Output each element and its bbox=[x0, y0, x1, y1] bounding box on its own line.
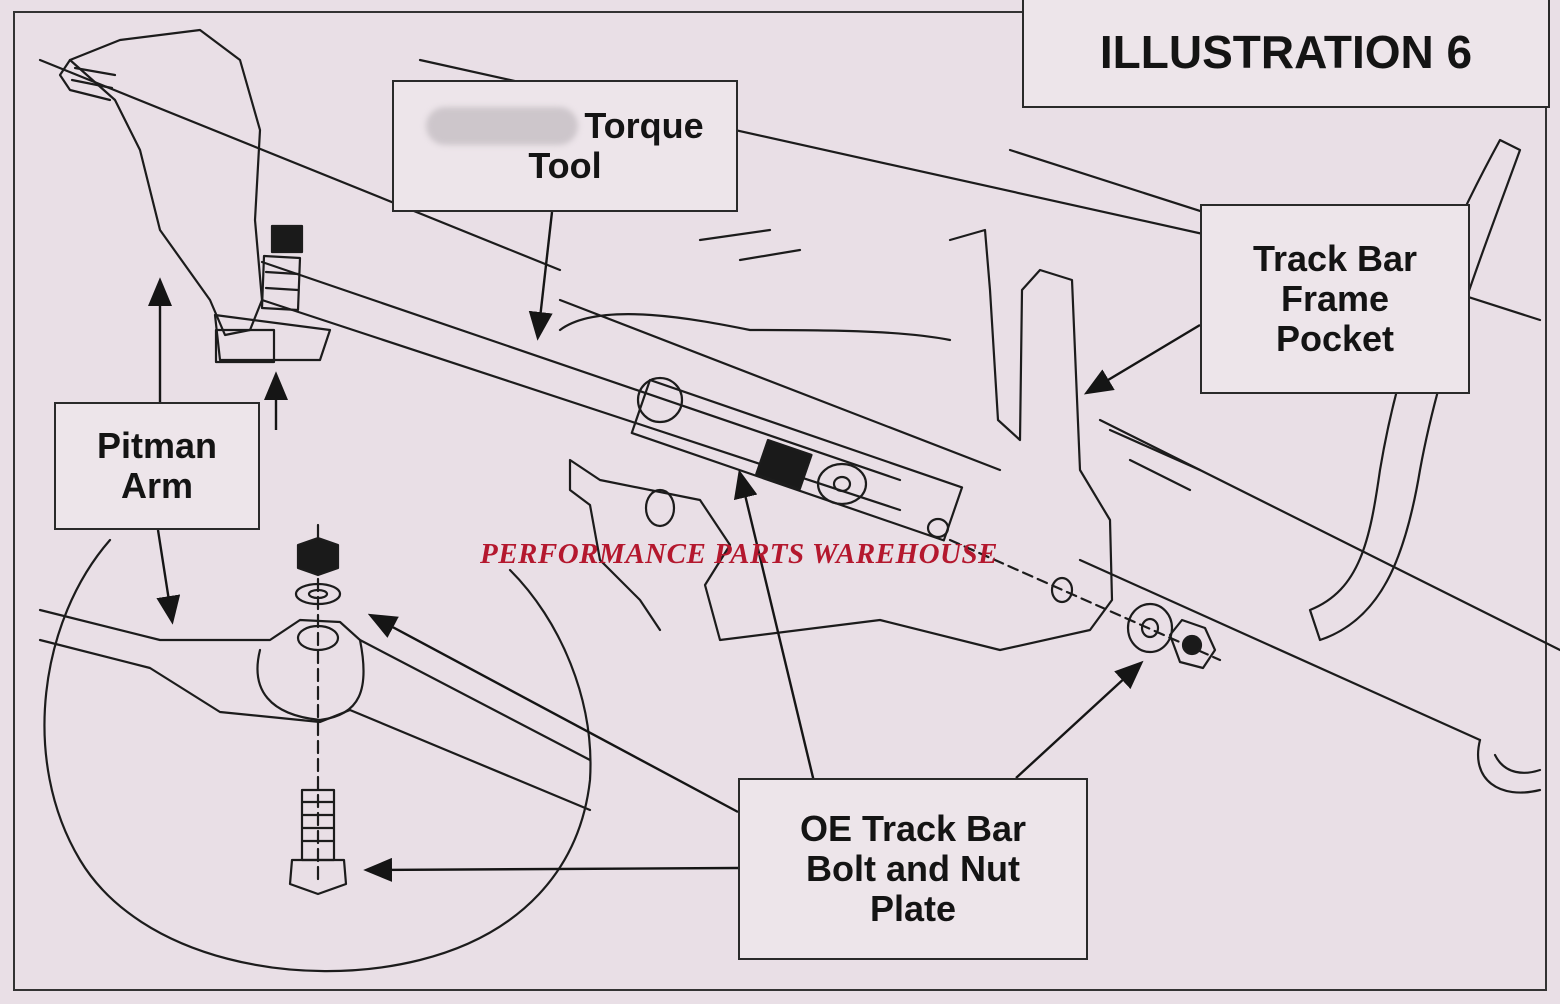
steering-shaft bbox=[58, 58, 117, 102]
tool-knurl bbox=[755, 438, 813, 491]
washer-hole bbox=[1140, 617, 1160, 639]
illustration-title-text: ILLUSTRATION 6 bbox=[1099, 26, 1473, 79]
watermark-text: PERFORMANCE PARTS WAREHOUSE bbox=[480, 538, 998, 570]
arrow-bolt-nut bbox=[1015, 660, 1144, 779]
torque-tool-line2: Tool bbox=[528, 145, 602, 186]
nut bbox=[1168, 618, 1217, 670]
track-bar-frame-pocket-label: Track Bar Frame Pocket bbox=[1200, 204, 1470, 394]
bracket-plate bbox=[558, 313, 952, 342]
pitman-arm-label: Pitman Arm bbox=[54, 402, 260, 530]
bolt-line1: OE Track Bar bbox=[799, 807, 1027, 849]
torque-tool-sleeve bbox=[630, 378, 964, 542]
bracket-hole bbox=[644, 488, 676, 528]
upper-nut bbox=[270, 224, 304, 254]
inset-washer-hole bbox=[307, 588, 329, 600]
inset-arm-end bbox=[256, 638, 365, 722]
inset-circle bbox=[43, 538, 592, 973]
bolt-line3: Plate bbox=[869, 888, 957, 930]
tool-hole bbox=[832, 475, 852, 493]
frame-rail-lower bbox=[558, 298, 1560, 742]
track-pocket-line1: Track Bar bbox=[1252, 237, 1418, 279]
bolt-axis bbox=[948, 538, 1222, 662]
right-fitting bbox=[1477, 738, 1542, 794]
arrow-pitman-down bbox=[156, 529, 181, 625]
arrow-bolt-head bbox=[363, 857, 739, 882]
steering-box bbox=[68, 28, 264, 337]
arrow-torque-tool bbox=[528, 211, 554, 341]
illustration-title: ILLUSTRATION 6 bbox=[1022, 0, 1550, 108]
frame-border bbox=[13, 11, 1547, 991]
torque-tool-label: Torque Tool bbox=[392, 80, 738, 212]
inset-pitman-arm bbox=[38, 608, 592, 812]
nut-hole bbox=[1181, 634, 1203, 656]
tool-end-cap bbox=[636, 376, 684, 424]
bracket-hole-2 bbox=[1050, 576, 1074, 604]
bolt-line2: Bolt and Nut bbox=[806, 847, 1020, 889]
tool-hole-2 bbox=[926, 517, 950, 539]
pitman-arm-lower bbox=[213, 313, 332, 362]
pitman-line2: Arm bbox=[120, 465, 194, 506]
pitman-line1: Pitman bbox=[96, 424, 218, 466]
washer bbox=[1126, 602, 1174, 654]
torque-tool-line1: Torque bbox=[584, 104, 704, 146]
pocket-bracket bbox=[568, 228, 1114, 652]
windshield-lines bbox=[698, 228, 1202, 492]
lower-nut bbox=[214, 328, 276, 364]
inset-nut bbox=[296, 536, 340, 577]
oe-track-bar-bolt-label: OE Track Bar Bolt and Nut Plate bbox=[738, 778, 1088, 960]
tool-washer bbox=[816, 462, 868, 506]
track-pocket-line3: Pocket bbox=[1275, 318, 1395, 360]
inset-bolt-head bbox=[288, 858, 348, 896]
arrow-track-pocket bbox=[1083, 323, 1201, 395]
track-pocket-line2: Frame bbox=[1280, 277, 1390, 319]
inset-washer bbox=[294, 582, 342, 606]
redacted-brand-name bbox=[426, 106, 579, 145]
arrow-bolt-inset bbox=[367, 613, 739, 814]
upper-bolt bbox=[260, 254, 302, 312]
